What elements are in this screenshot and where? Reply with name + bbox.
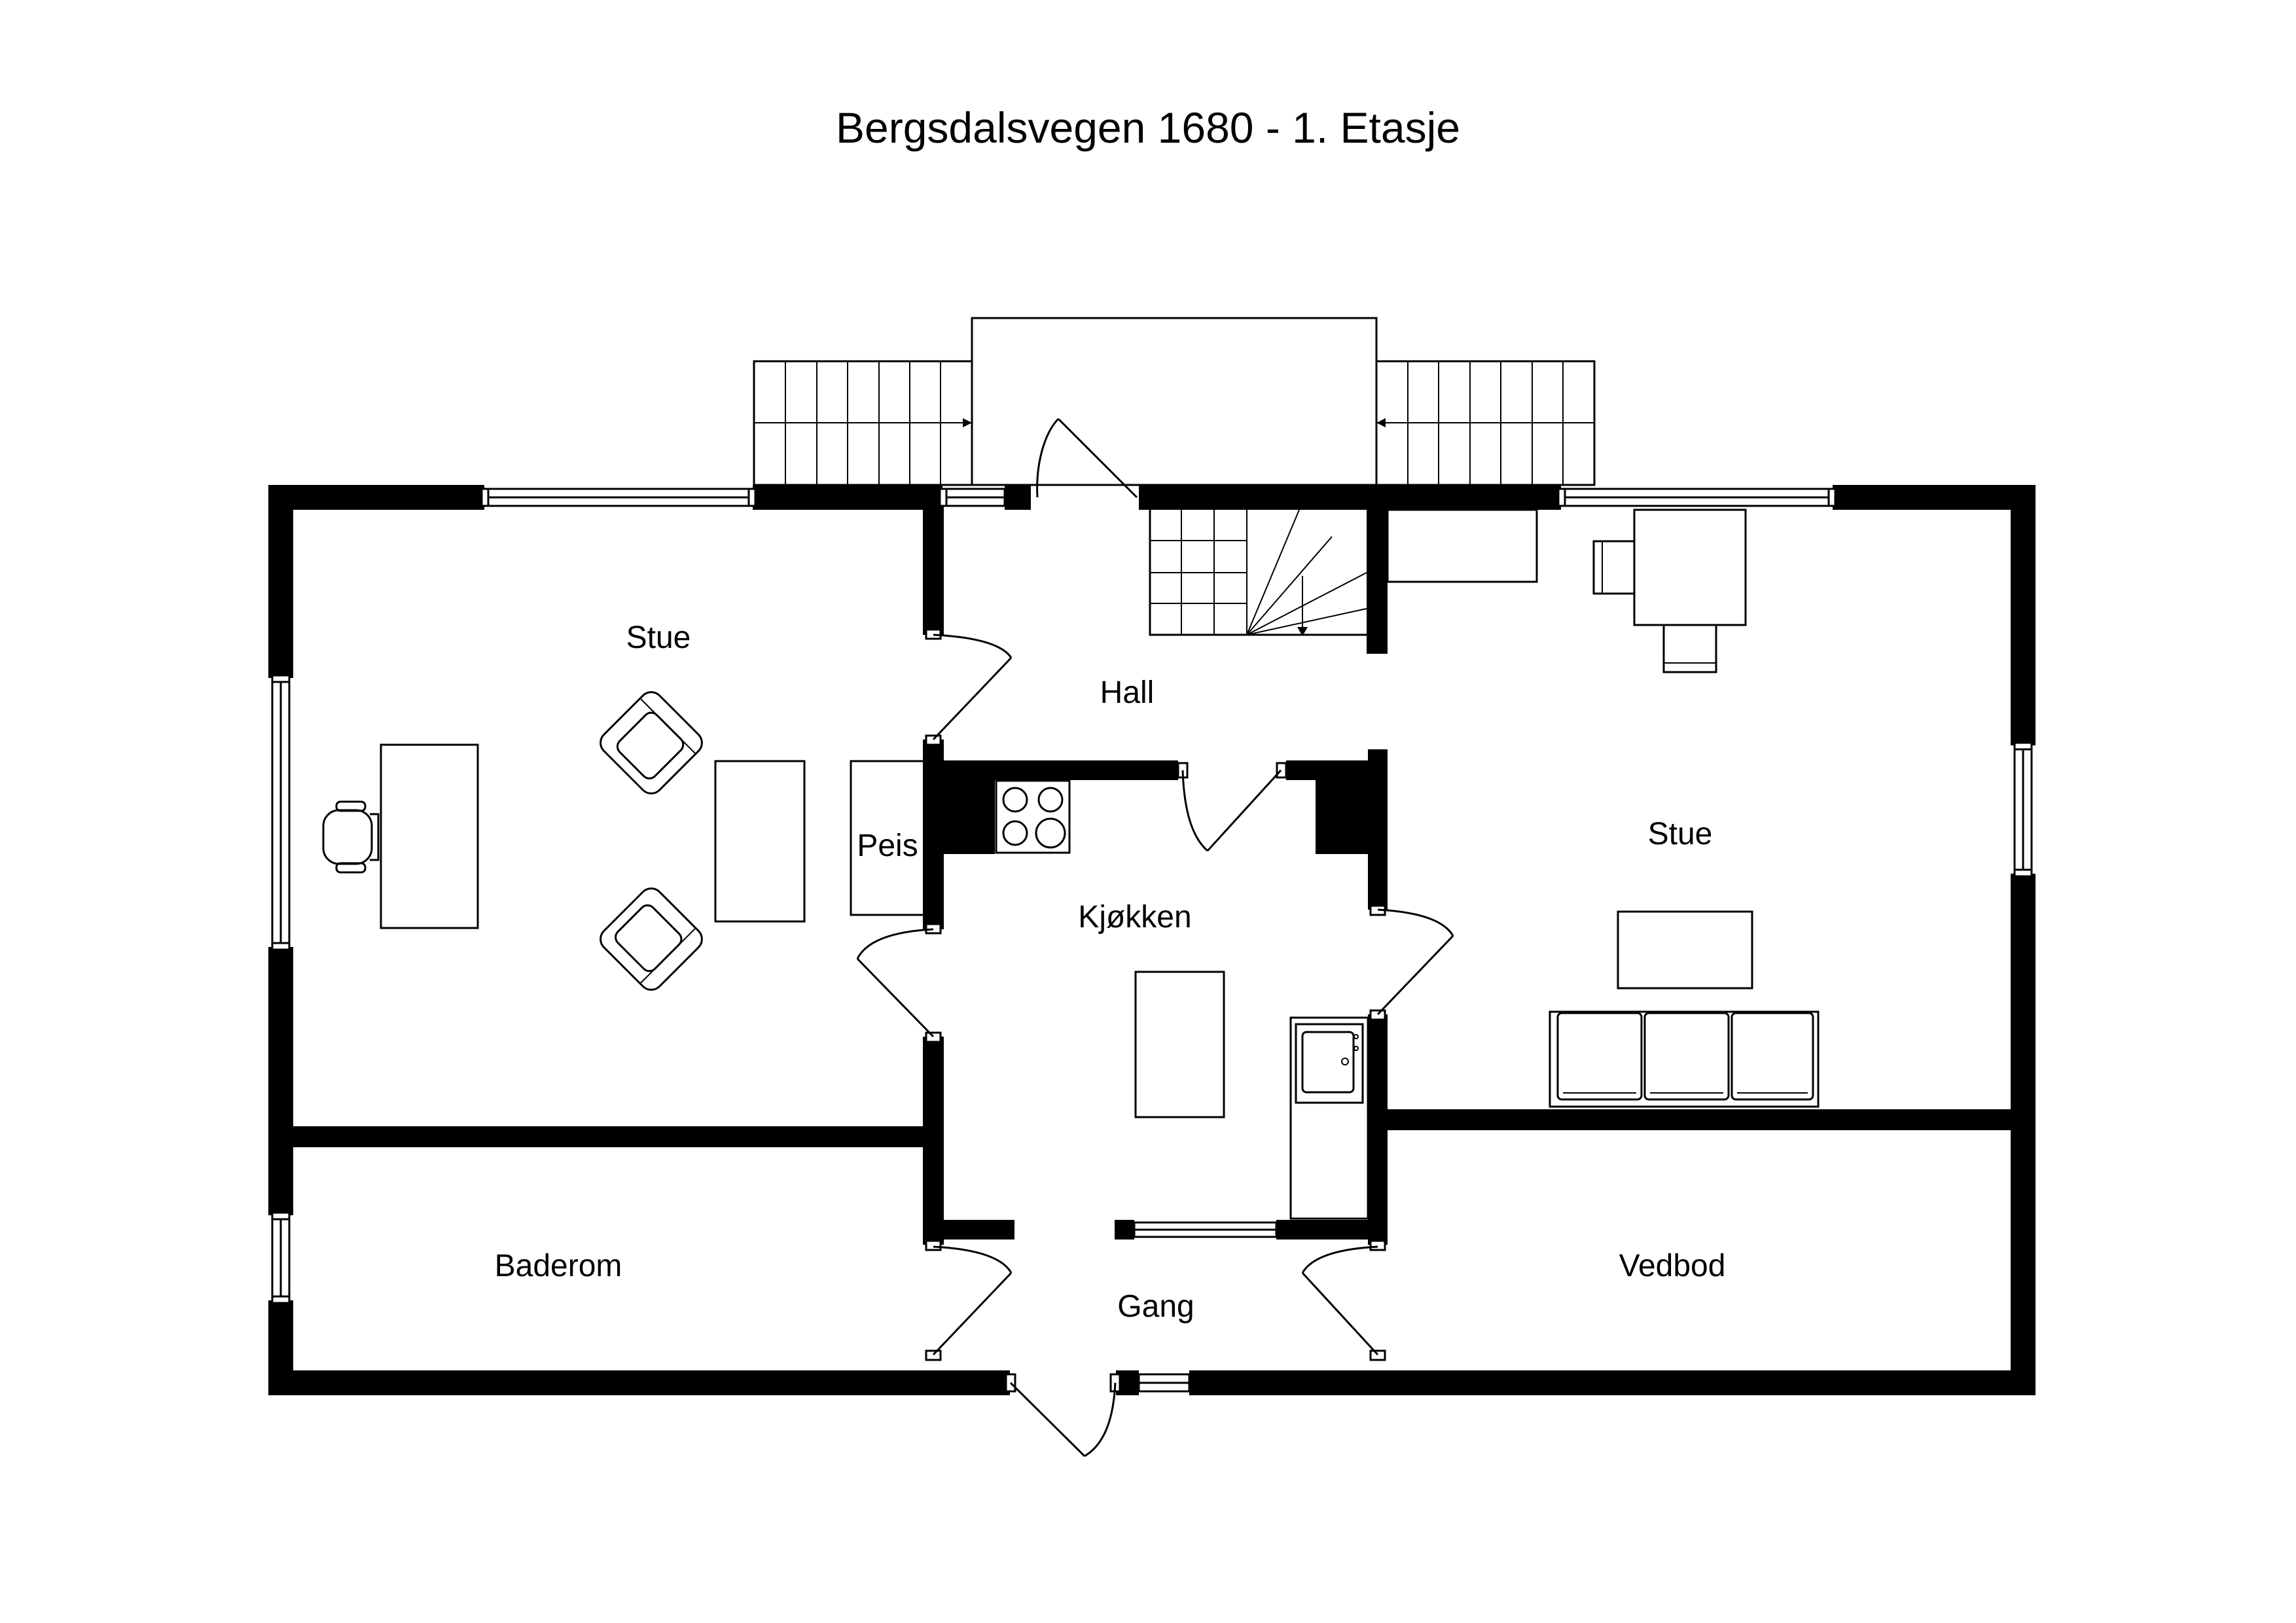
armchair-bottom [600,887,703,991]
exterior-stair-right [1375,360,1596,486]
stair-arrow-left [963,418,972,427]
wall-kitchen-left-lower [923,1037,944,1245]
wall-kitchen-right-upper [1368,749,1388,910]
door-kitchen-stue-right [1369,904,1454,1021]
room-label-peis: Peis [857,829,918,863]
wall-left-a [268,485,293,678]
room-label-kjokken: Kjøkken [1078,900,1191,935]
interior-walls [293,497,2011,1245]
window-bottom-gang [1138,1373,1191,1393]
wall-bottom-left [268,1370,1010,1395]
wall-kitchen-right-lower [1368,1014,1388,1245]
room-label-vedbod: Vedbod [1619,1249,1726,1283]
wall-top-right-a [1139,485,1561,510]
kitchen-island [1134,971,1225,1118]
desk [380,743,479,929]
wall-hall-left-upper [923,497,944,635]
window-right-stue [2013,741,2033,878]
sink [1295,1023,1364,1104]
door-kitchen-stue-left [856,923,942,1043]
window-left-stue [271,674,291,951]
exterior-stair-left [753,360,973,486]
room-label-hall: Hall [1100,675,1155,710]
door-vedbod [1301,1240,1386,1361]
wall-left-b [268,947,293,1215]
window-left-baderom [271,1211,291,1304]
wall-gang-right [1276,1220,1368,1240]
stair-arrow-right [1376,418,1386,427]
office-chair [322,800,380,874]
wall-peis-left [923,740,944,929]
door-baderom [925,1240,1013,1361]
coffee-table [714,760,806,923]
wall-stair-right [1367,507,1388,654]
wall-top-left-a [268,485,484,510]
room-label-stue-right: Stue [1648,817,1713,851]
door-entrance-gang [1005,1373,1121,1457]
wall-right-b [2011,874,2036,1395]
window-top-right [1557,488,1837,507]
window-top-hall [939,488,1006,507]
room-label-baderom: Baderom [495,1249,622,1283]
sofa [1549,1010,1820,1108]
furniture-stue-right [1549,508,1820,1108]
kitchen-counter [1289,1016,1369,1220]
furniture-kitchen [995,779,1369,1220]
door-hall-stue-left [925,628,1013,746]
wall-bottom-right [1189,1370,2036,1395]
chair-bottom [1662,624,1717,673]
dining-table [1633,508,1747,626]
wall-top-left-b [753,485,942,510]
door-kitchen-top [1177,762,1287,852]
porch [971,317,1378,486]
wall-chimney-right [1316,780,1368,854]
plan-title: Bergsdalsvegen 1680 - 1. Etasje [836,103,1460,152]
tv-table [1617,910,1753,990]
landing-cabinet [1386,508,1538,583]
exterior-walls [268,485,2036,1395]
window-top-left [480,488,757,507]
stove [995,779,1071,854]
room-label-gang: Gang [1117,1289,1194,1324]
fireplace [850,760,925,916]
chair-left [1592,540,1636,595]
wall-kitchen-top-right [1286,760,1368,780]
room-label-stue-left: Stue [626,620,691,655]
window-kitchen-gang [1133,1221,1278,1238]
wall-right-a [2011,485,2036,745]
wall-kitchen-top-left [944,760,1178,780]
entrance-porch [971,317,1378,486]
interior-staircase [1149,508,1538,636]
armchair-top [600,691,703,794]
doors [856,418,1454,1457]
door-entrance-main [1008,418,1158,510]
wall-gang-left [944,1220,1014,1240]
windows [271,488,2033,1393]
wall-gang-window-pier [1115,1220,1134,1240]
room-labels: Stue Hall Peis Kjøkken Stue Baderom Gang… [495,620,1726,1324]
wall-baderom-top [293,1126,923,1147]
furniture-stue-left [322,691,925,991]
wall-chimney-left [944,780,995,854]
wall-vedbod-top [1388,1109,2011,1130]
wall-top-right-b [1833,485,2036,510]
